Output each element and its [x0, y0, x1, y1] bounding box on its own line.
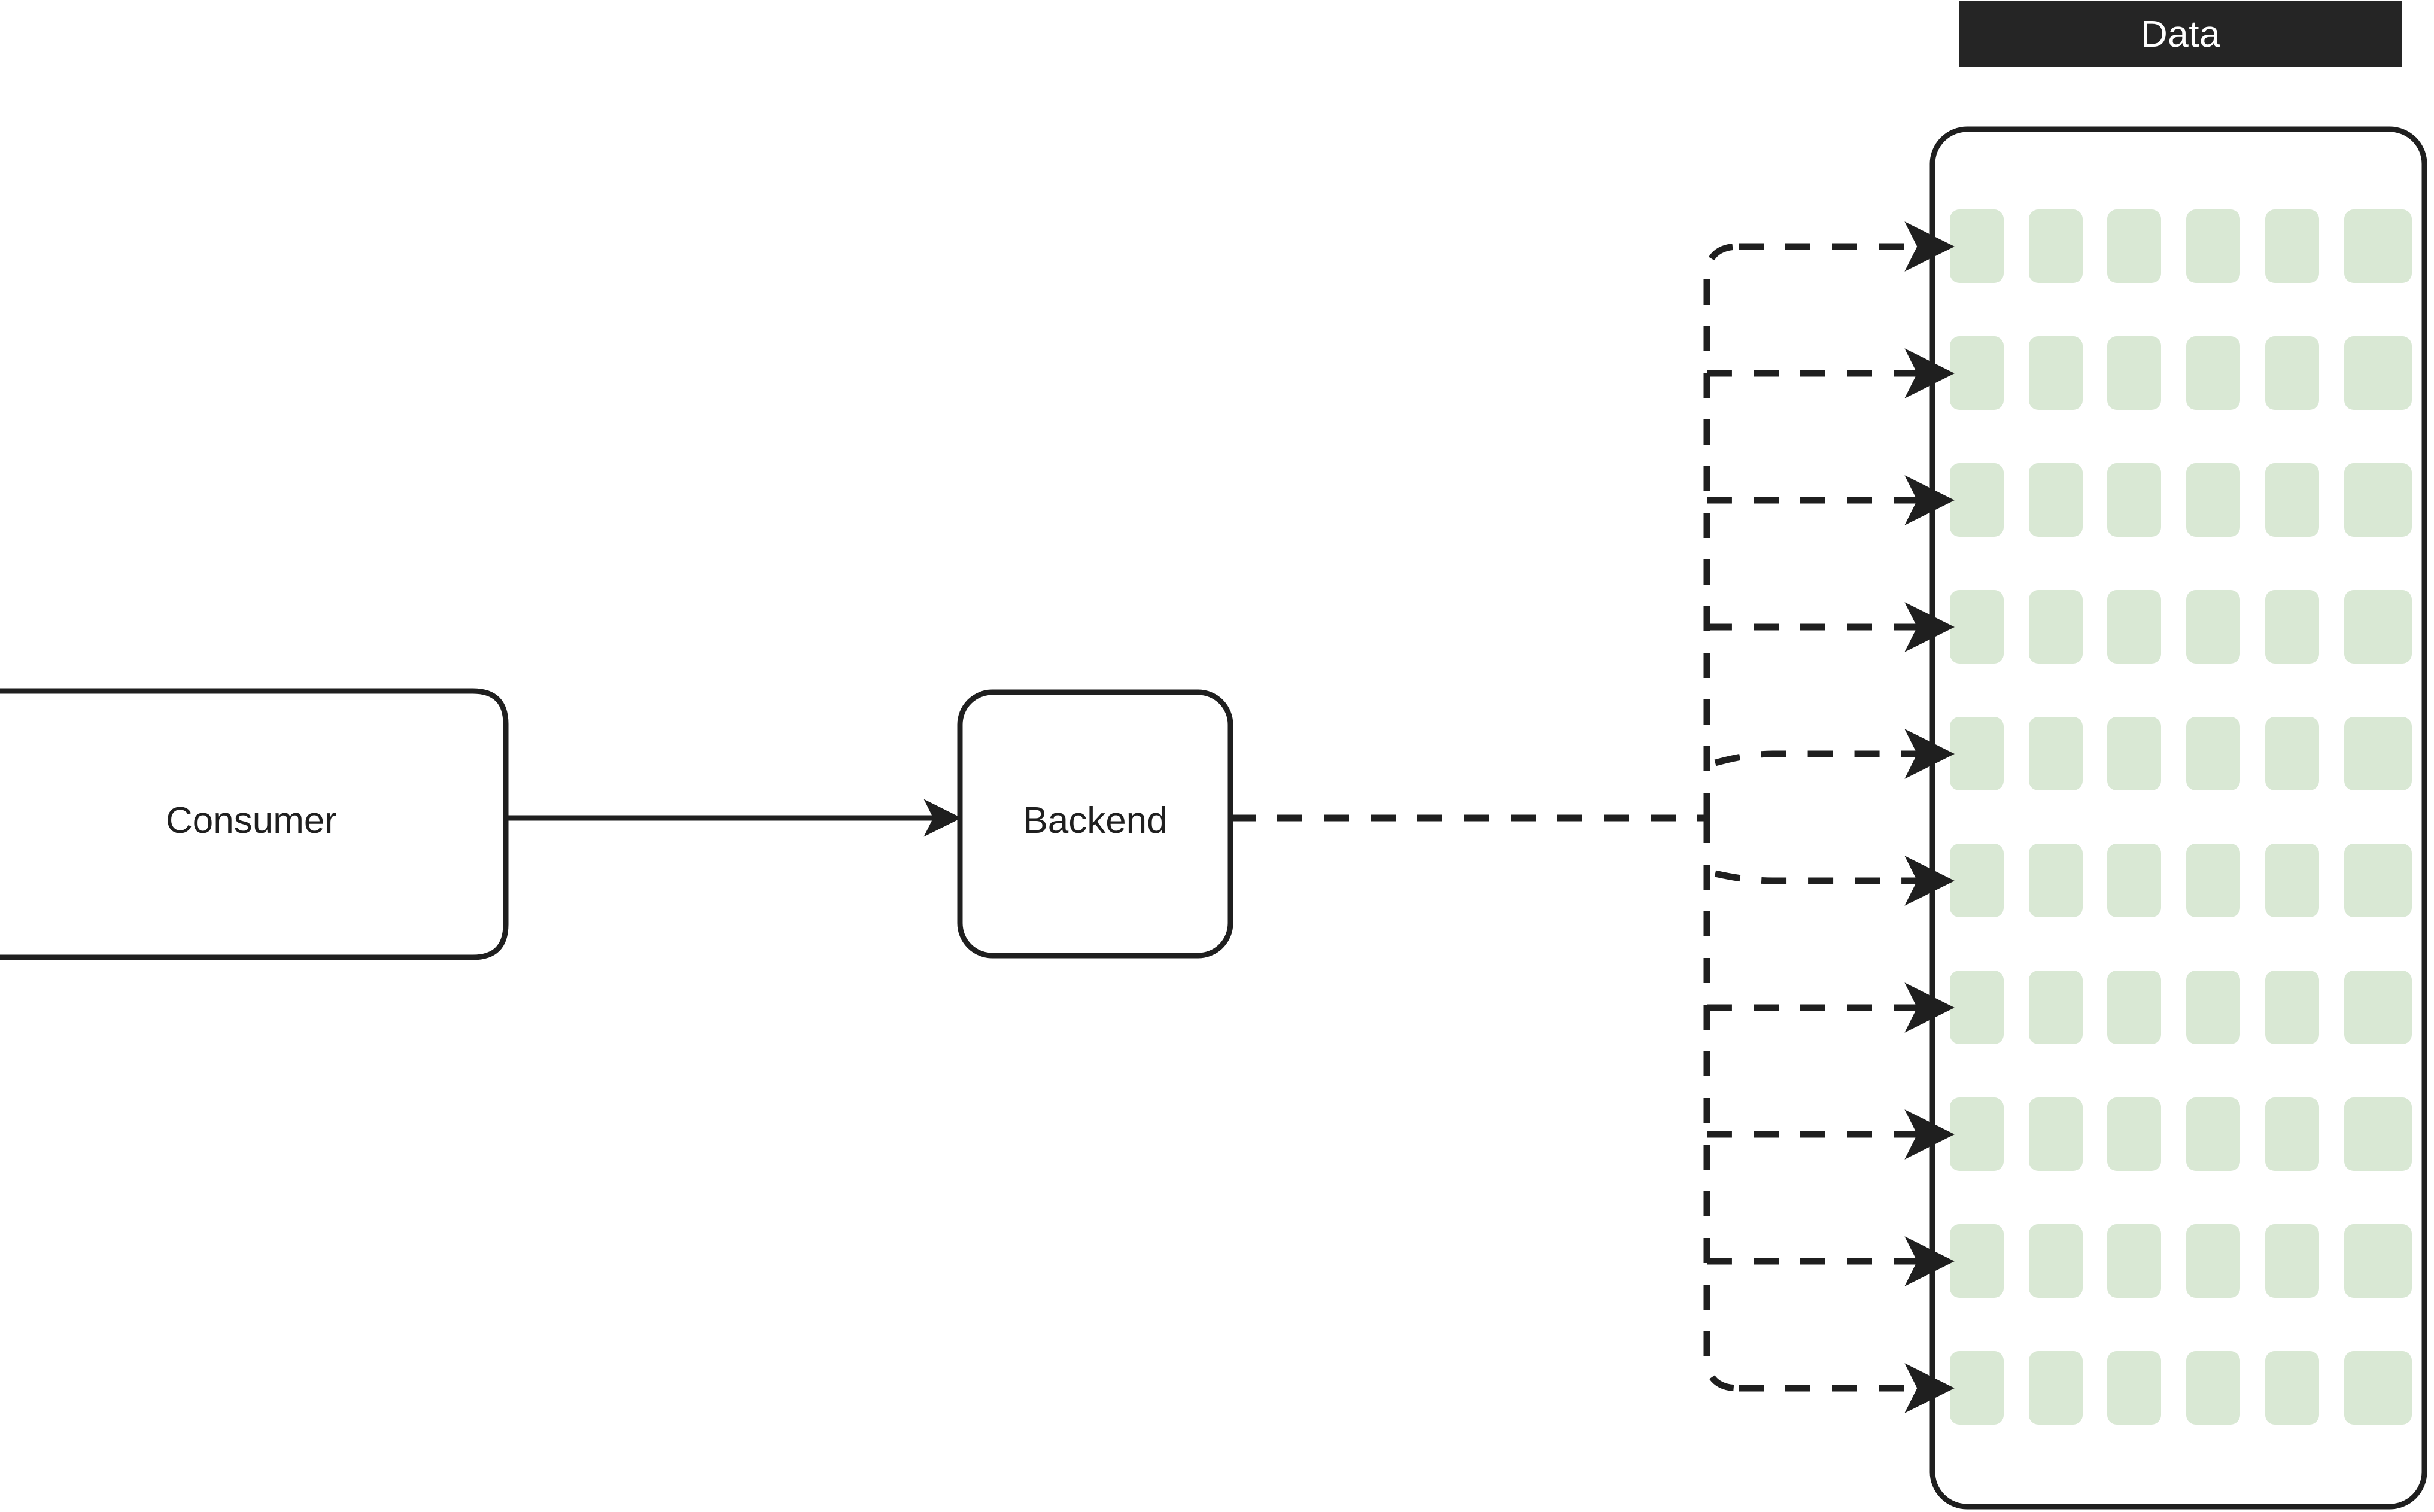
data-cell — [2265, 590, 2319, 664]
data-cell — [2344, 971, 2412, 1044]
data-cell — [2029, 971, 2083, 1044]
fanout-branch — [1714, 856, 1955, 906]
data-cell — [2344, 1097, 2412, 1171]
data-cell — [2186, 336, 2240, 410]
data-cell — [2344, 717, 2412, 790]
data-cell — [2186, 463, 2240, 537]
data-cell — [1950, 717, 2004, 790]
data-cell — [2344, 463, 2412, 537]
data-cell — [2344, 844, 2412, 917]
data-grid-row — [1950, 1224, 2412, 1298]
data-cell — [2107, 1097, 2161, 1171]
data-cell — [2107, 971, 2161, 1044]
data-grid-row — [1950, 1097, 2412, 1171]
data-cell — [2029, 209, 2083, 283]
node-backend[interactable] — [957, 689, 1233, 959]
data-container-title: Data — [2141, 13, 2220, 55]
data-grid-row — [1950, 844, 2412, 917]
data-cell — [1950, 209, 2004, 283]
data-cell — [2107, 463, 2161, 537]
data-cell — [2265, 1224, 2319, 1298]
data-cell — [1950, 1224, 2004, 1298]
data-cell — [2186, 1224, 2240, 1298]
data-cell — [2107, 209, 2161, 283]
data-cell — [2186, 1351, 2240, 1425]
data-cell — [2029, 1224, 2083, 1298]
data-cell — [2107, 717, 2161, 790]
data-cell — [2107, 1224, 2161, 1298]
data-grid-row — [1950, 717, 2412, 790]
data-grid-row — [1950, 590, 2412, 664]
fanout-branch — [1714, 729, 1955, 779]
data-cell — [2265, 209, 2319, 283]
data-cell — [2344, 1224, 2412, 1298]
data-cell — [2186, 1097, 2240, 1171]
data-cell — [1950, 844, 2004, 917]
node-consumer-shape — [0, 688, 509, 960]
data-cell — [1950, 971, 2004, 1044]
node-data-container[interactable] — [1929, 126, 2427, 1510]
data-grid — [1950, 209, 2412, 1425]
data-cell — [2029, 336, 2083, 410]
node-consumer[interactable] — [0, 688, 509, 960]
data-cell — [2186, 971, 2240, 1044]
data-grid-row — [1950, 336, 2412, 410]
data-cell — [2265, 844, 2319, 917]
data-cell — [2029, 463, 2083, 537]
data-cell — [2265, 971, 2319, 1044]
data-cell — [1950, 1351, 2004, 1425]
data-cell — [2107, 844, 2161, 917]
data-cell — [2029, 717, 2083, 790]
data-cell — [2344, 590, 2412, 664]
data-cell — [2029, 1351, 2083, 1425]
data-cell — [2265, 1097, 2319, 1171]
fanout-trunk-upper — [1703, 243, 1739, 818]
data-cell — [2344, 1351, 2412, 1425]
data-grid-row — [1950, 971, 2412, 1044]
data-cell — [2029, 844, 2083, 917]
data-grid-row — [1950, 463, 2412, 537]
data-cell — [2265, 463, 2319, 537]
data-cell — [1950, 1097, 2004, 1171]
data-cell — [2186, 209, 2240, 283]
data-cell — [2265, 717, 2319, 790]
node-backend-shape — [957, 689, 1233, 959]
data-cell — [2186, 717, 2240, 790]
data-cell — [2186, 590, 2240, 664]
data-container-title-bar: Data — [1959, 1, 2402, 67]
edge-backend-to-data-fanout — [1230, 221, 1955, 1413]
fanout-trunk-lower — [1703, 818, 1739, 1392]
data-cell — [2029, 590, 2083, 664]
node-data-shape — [1929, 126, 2427, 1510]
data-cell — [2029, 1097, 2083, 1171]
data-grid-row — [1950, 1351, 2412, 1425]
data-cell — [2344, 336, 2412, 410]
data-cell — [2265, 336, 2319, 410]
data-grid-row — [1950, 209, 2412, 283]
data-cell — [2265, 1351, 2319, 1425]
data-cell — [2107, 336, 2161, 410]
data-cell — [2186, 844, 2240, 917]
data-cell — [2107, 1351, 2161, 1425]
data-cell — [2344, 209, 2412, 283]
data-cell — [2107, 590, 2161, 664]
data-cell — [1950, 336, 2004, 410]
data-cell — [1950, 463, 2004, 537]
data-cell — [1950, 590, 2004, 664]
